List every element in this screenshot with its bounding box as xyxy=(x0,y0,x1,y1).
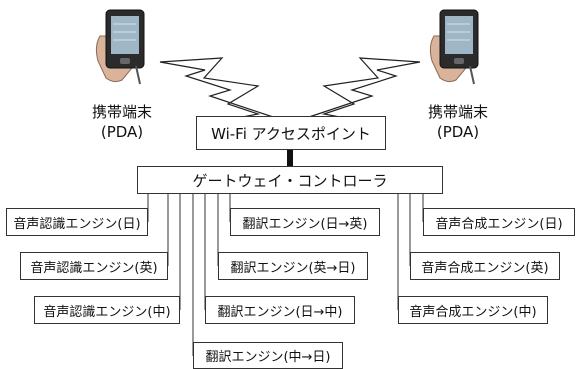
translation-engine-ja-zh: 翻訳エンジン(日→中) xyxy=(205,296,355,324)
speech-recognition-engine-en: 音声認識エンジン(英) xyxy=(20,252,168,280)
translation-engine-zh-ja: 翻訳エンジン(中→日) xyxy=(193,342,343,369)
pda-right-name: 携帯端末 xyxy=(427,103,488,121)
speech-recognition-engine-ja: 音声認識エンジン(日) xyxy=(6,208,148,236)
pda-left-name: 携帯端末 xyxy=(91,103,152,121)
pda-left-sub: (PDA) xyxy=(100,123,144,141)
pda-left-image xyxy=(95,9,145,85)
pda-right-sub: (PDA) xyxy=(436,123,480,141)
speech-synthesis-engine-zh: 音声合成エンジン(中) xyxy=(398,296,548,324)
speech-synthesis-engine-ja: 音声合成エンジン(日) xyxy=(423,208,575,236)
pda-right-label: 携帯端末 (PDA) xyxy=(418,102,498,142)
translation-engine-en-ja: 翻訳エンジン(英→日) xyxy=(218,252,368,280)
gateway-box: ゲートウェイ・コントローラ xyxy=(137,166,443,194)
wireless-signal-left-icon xyxy=(159,57,277,120)
speech-synthesis-engine-en: 音声合成エンジン(英) xyxy=(410,252,560,280)
wireless-signal-right-icon xyxy=(305,57,421,120)
pda-left-label: 携帯端末 (PDA) xyxy=(82,102,162,142)
access-point-box: Wi-Fi アクセスポイント xyxy=(196,116,386,150)
translation-engine-ja-en: 翻訳エンジン(日→英) xyxy=(230,208,380,236)
pda-right-image xyxy=(429,9,479,85)
speech-recognition-engine-zh: 音声認識エンジン(中) xyxy=(34,296,180,324)
